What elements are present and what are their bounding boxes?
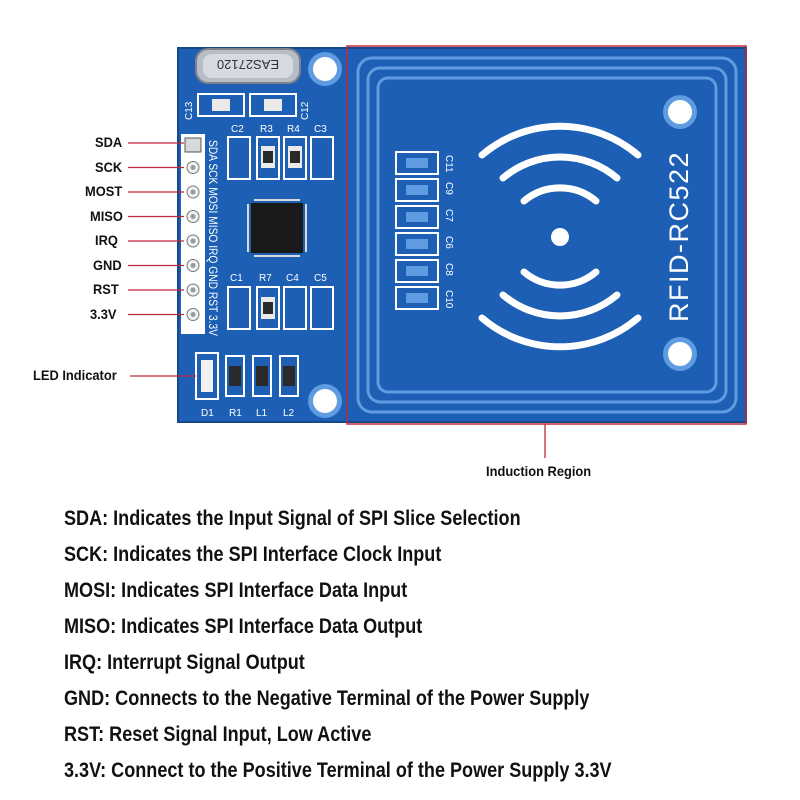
pin-description-sda: SDA: Indicates the Input Signal of SPI S… [64, 507, 521, 530]
pin-description-rst: RST: Reset Signal Input, Low Active [64, 723, 372, 746]
label-c5: C5 [314, 273, 327, 284]
pin-label-v33: 3.3V [90, 305, 117, 322]
mounting-hole [668, 342, 692, 366]
capacitor-c8 [395, 259, 439, 283]
pin-label-miso: MISO [90, 207, 123, 224]
pin-label-sda: SDA [95, 134, 123, 150]
rfid-wave-symbol [478, 122, 642, 351]
capacitor-c6 [395, 232, 439, 256]
pin-holes [186, 161, 200, 321]
antenna-label: RFID-RC522 [664, 151, 694, 322]
capacitor-c7 [395, 205, 439, 229]
capacitor-c9 [395, 178, 439, 202]
leader-lines [128, 142, 184, 316]
pin-silkscreen-text: SDA SCK MOSI MISO IRQ GND RST 3.3V [206, 140, 218, 336]
label-r1: R1 [229, 408, 242, 419]
pin-description-sck: SCK: Indicates the SPI Interface Clock I… [64, 543, 442, 566]
label-c9: C9 [443, 182, 454, 195]
top-component-row [227, 136, 334, 180]
label-c8: C8 [443, 263, 454, 276]
induction-region-outline [346, 45, 747, 425]
pin-description-gnd: GND: Connects to the Negative Terminal o… [64, 687, 590, 710]
label-d1: D1 [201, 408, 214, 419]
label-l1: L1 [256, 408, 268, 419]
label-r7: R7 [259, 273, 272, 284]
label-l2: L2 [283, 408, 295, 419]
mounting-hole [313, 57, 337, 81]
pin-label-mosi: MOST [85, 183, 123, 199]
crystal-oscillator: EAS27120 [195, 48, 301, 84]
pin-label-gnd: GND [93, 256, 122, 273]
label-c2: C2 [231, 124, 244, 135]
pin-label-sck: SCK [95, 158, 123, 175]
label-c13: C13 [184, 101, 195, 120]
label-r3: R3 [260, 124, 273, 135]
label-c6: C6 [443, 236, 454, 249]
pin-description-list: SDA: Indicates the Input Signal of SPI S… [64, 505, 784, 793]
bottom-component-row: R1 L1 L2 [225, 355, 299, 419]
label-c7: C7 [443, 209, 454, 222]
label-c4: C4 [286, 273, 299, 284]
pin-description-irq: IRQ: Interrupt Signal Output [64, 651, 305, 674]
label-c11: C11 [443, 155, 454, 173]
mounting-hole [313, 389, 337, 413]
capacitor-c12: C12 [249, 93, 311, 120]
capacitor-c10 [395, 286, 439, 310]
pin-label-irq: IRQ [95, 232, 118, 248]
ic-chip [247, 199, 307, 257]
label-c12: C12 [300, 101, 311, 120]
capacitor-c13: C13 [184, 93, 245, 120]
label-r4: R4 [287, 124, 300, 135]
pin-label-rst: RST [93, 281, 119, 297]
antenna-coil [356, 56, 738, 414]
crystal-marking: EAS27120 [217, 57, 279, 72]
led-indicator-label: LED Indicator [33, 367, 117, 383]
induction-region-label: Induction Region [486, 463, 592, 479]
mounting-holes [308, 52, 697, 418]
label-c1: C1 [230, 273, 243, 284]
label-c10: C10 [443, 290, 454, 309]
label-c3: C3 [314, 124, 327, 135]
pin-description-miso: MISO: Indicates SPI Interface Data Outpu… [64, 615, 423, 638]
pin-description-mosi: MOSI: Indicates SPI Interface Data Input [64, 579, 408, 602]
pin-description-v33: 3.3V: Connect to the Positive Terminal o… [64, 759, 612, 782]
mid-component-row [227, 286, 334, 330]
mounting-hole [668, 100, 692, 124]
pin-silkscreen-labels: SDA SCK MOSI MISO IRQ GND RST 3.3V [206, 140, 218, 336]
capacitor-c11 [395, 151, 439, 175]
